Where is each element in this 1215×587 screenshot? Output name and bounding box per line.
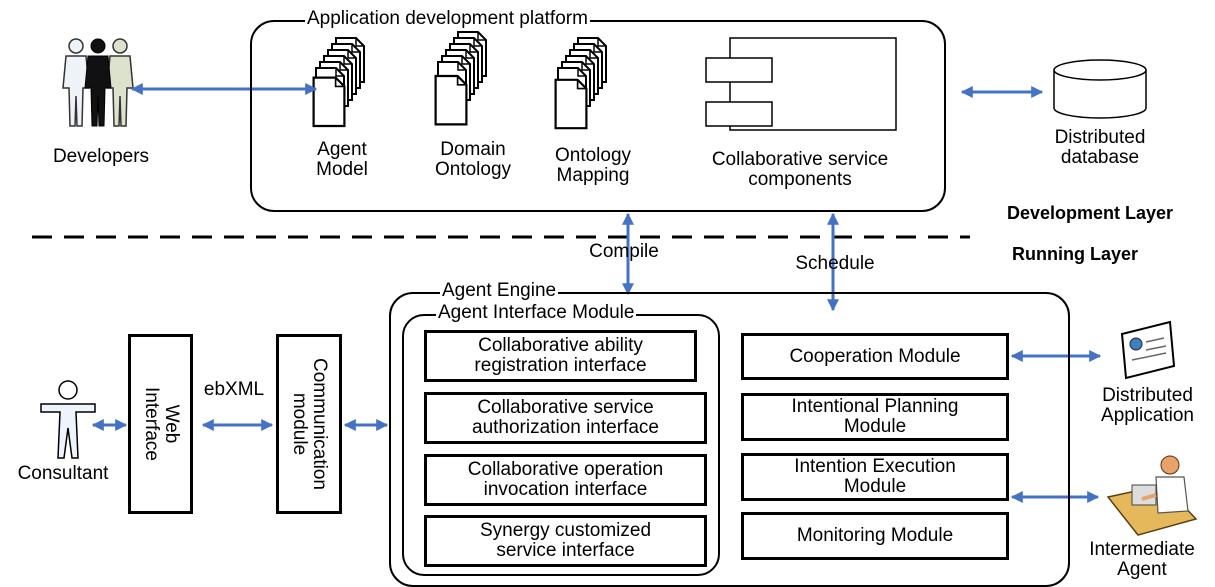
platform-title: Application development platform bbox=[305, 8, 590, 29]
synergy-interface-label: Synergy customized service interface bbox=[479, 520, 652, 561]
registration-interface-box: Collaborative ability registration inter… bbox=[424, 330, 697, 382]
communication-module-box: Communication module bbox=[276, 334, 342, 514]
communication-module-label: Communication module bbox=[289, 358, 330, 490]
execution-module-box: Intention Execution Module bbox=[741, 453, 1009, 501]
execution-module-label: Intention Execution Module bbox=[794, 456, 956, 497]
intermediate-agent-label: Intermediate Agent bbox=[1089, 539, 1195, 580]
monitoring-module-label: Monitoring Module bbox=[796, 525, 954, 546]
developers-icon bbox=[62, 38, 134, 127]
component-icon bbox=[705, 37, 897, 131]
consultant-label: Consultant bbox=[17, 463, 109, 484]
database-icon bbox=[1053, 59, 1147, 119]
monitoring-module-box: Monitoring Module bbox=[741, 512, 1009, 560]
database-label: Distributed database bbox=[1054, 127, 1146, 168]
development-layer-label: Development Layer bbox=[1006, 203, 1174, 223]
cooperation-module-label: Cooperation Module bbox=[789, 345, 961, 367]
collab-components-label: Collaborative service components bbox=[711, 149, 889, 190]
schedule-label: Schedule bbox=[795, 253, 875, 274]
intermediate-agent-icon bbox=[1106, 455, 1198, 536]
web-interface-label: Web Interface bbox=[140, 387, 182, 461]
ontology-mapping-label: Ontology Mapping bbox=[554, 145, 632, 186]
agent-model-label: Agent Model bbox=[316, 139, 368, 180]
planning-module-label: Intentional Planning Module bbox=[791, 396, 959, 437]
running-layer-label: Running Layer bbox=[1011, 244, 1138, 264]
registration-interface-label: Collaborative ability registration inter… bbox=[474, 335, 647, 376]
domain-ontology-label: Domain Ontology bbox=[434, 139, 512, 180]
cooperation-module-box: Cooperation Module bbox=[741, 333, 1009, 380]
platform-box bbox=[250, 20, 946, 212]
web-interface-box: Web Interface bbox=[128, 334, 193, 514]
distributed-application-label: Distributed Application bbox=[1101, 385, 1194, 426]
invocation-interface-label: Collaborative operation invocation inter… bbox=[467, 459, 664, 500]
developers-label: Developers bbox=[52, 146, 150, 167]
ebxml-label: ebXML bbox=[203, 379, 265, 400]
consultant-icon bbox=[40, 380, 96, 459]
authorization-interface-label: Collaborative service authorization inte… bbox=[472, 397, 659, 438]
compile-label: Compile bbox=[589, 241, 659, 262]
authorization-interface-box: Collaborative service authorization inte… bbox=[424, 392, 707, 444]
invocation-interface-box: Collaborative operation invocation inter… bbox=[424, 454, 707, 506]
planning-module-box: Intentional Planning Module bbox=[741, 393, 1009, 441]
distributed-application-icon bbox=[1120, 320, 1176, 380]
synergy-interface-box: Synergy customized service interface bbox=[424, 515, 707, 567]
agent-engine-title: Agent Engine bbox=[440, 280, 559, 301]
interface-module-title: Agent Interface Module bbox=[436, 302, 637, 323]
